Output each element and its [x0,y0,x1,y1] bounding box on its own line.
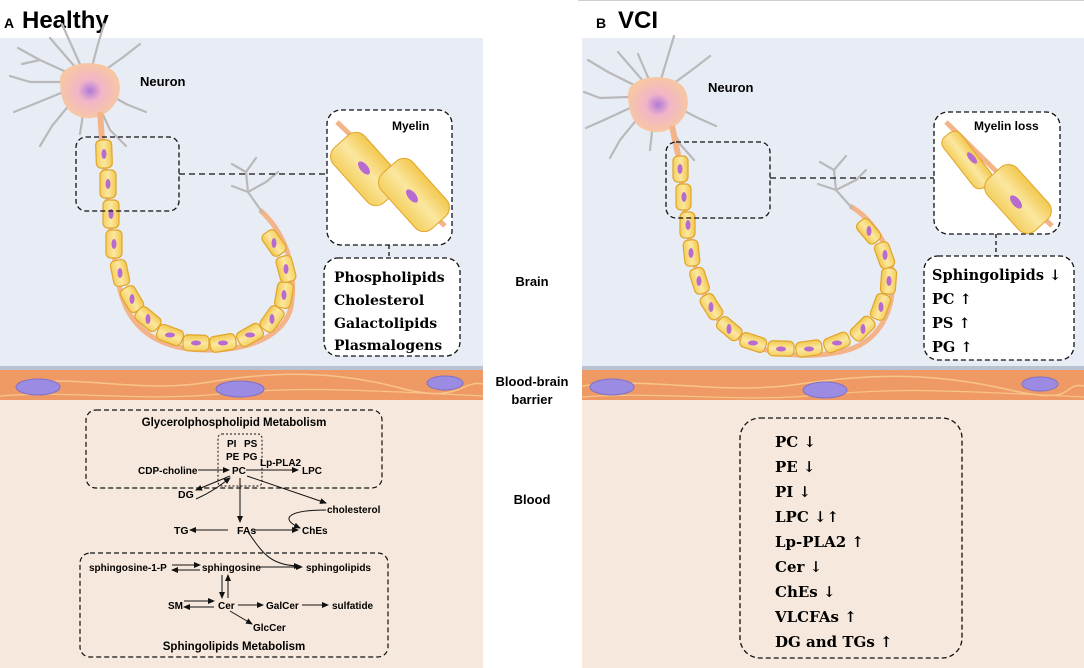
node-sphingolipids: sphingolipids [306,563,371,574]
bbb-line-b [581,375,1084,397]
node-sphingosine: sphingosine [202,563,261,574]
endothelial-nucleus [15,378,61,396]
zoom-region-box [665,141,771,219]
panel-letter: A [4,15,14,31]
sphingolipid-pathway: sphingosine-1-P sphingosine sphingolipid… [79,552,389,658]
node-pg: PG [243,452,258,463]
node-galcer: GalCer [266,601,299,612]
lipid-item: Phospholipids [334,270,445,286]
myelin-label: Myelin [392,119,429,133]
label-blood: Blood [514,492,551,507]
endothelial-nucleus [589,378,635,396]
myelin-lipids-box: Phospholipids Cholesterol Galactolipids … [323,257,461,357]
endothelial-nucleus [802,381,848,399]
node-sphingosine-1-p: sphingosine-1-P [89,563,167,574]
lipid-item: Galactolipids [334,316,437,332]
change-item: PG ↑ [932,339,972,356]
change-item: Sphingolipids ↓ [932,267,1061,284]
endothelial-nucleus [215,380,265,398]
blood-change-item: PI ↓ [775,483,811,501]
myelin-zoom-b: Myelin loss [933,111,1061,235]
label-bbb-line1: Blood-brain [496,374,569,389]
neuron-b: Neuron [582,34,754,162]
node-pe: PE [226,452,240,463]
phospholipid-cluster [217,433,263,487]
blood-change-item: Cer ↓ [775,558,822,576]
node-fas: FAs [237,525,256,537]
blood-change-item: VLCFAs ↑ [774,608,857,626]
lipid-item: Plasmalogens [334,338,442,354]
blood-change-item: PC ↓ [775,433,816,451]
endothelial-nucleus [1021,376,1059,392]
node-lpc: LPC [302,466,322,477]
panel-a: A Healthy Neuron [0,7,484,668]
label-bbb-line2: barrier [511,392,552,407]
sphingo-box [79,552,389,658]
neuron-label: Neuron [140,74,186,89]
neuron-a: Neuron [8,22,186,148]
blood-change-item: PE ↓ [775,458,816,476]
neuron-label: Neuron [708,80,754,95]
label-brain: Brain [515,274,548,289]
glycero-arrows [189,467,327,569]
blood-change-item: LPC ↓↑ [775,508,839,526]
region-labels: Brain Blood-brain barrier Blood [496,274,569,507]
lipid-item: Cholesterol [334,293,424,309]
change-item: PC ↑ [932,291,972,308]
change-item: PS ↑ [932,315,971,332]
axon-a [95,137,297,353]
panel-b: B VCI Neuron [578,0,1084,668]
bbb-line-a [19,373,484,395]
myelin-changes-box: Sphingolipids ↓ PC ↑ PS ↑ PG ↑ [923,255,1075,361]
node-glccer: GlcCer [253,623,286,634]
node-cholesterol: cholesterol [327,505,381,516]
glycero-box [85,409,383,489]
sphingo-arrows [171,562,329,625]
node-dg: DG [178,489,194,501]
node-sm: SM [168,601,183,612]
node-ps: PS [244,439,258,450]
panel-title: VCI [618,7,658,34]
blood-changes-box: PC ↓ PE ↓ PI ↓ LPC ↓↑ Lp-PLA2 ↑ Cer ↓ Ch… [739,417,963,659]
sphingo-title: Sphingolipids Metabolism [163,641,305,653]
node-cdp-choline: CDP-choline [138,466,198,477]
glycerophospholipid-pathway: Glycerolphospholipid Metabolism PI PS PE… [85,409,383,569]
myelin-zoom-a: Myelin [326,109,453,246]
node-cer: Cer [218,601,235,612]
node-lp-pla2: Lp-PLA2 [260,458,302,469]
node-tg: TG [174,525,189,537]
blood-region-b [582,400,1084,668]
panel-letter: B [596,15,606,31]
vessel-edge-a [0,366,483,371]
node-sulfatide: sulfatide [332,601,374,612]
zoom-region-box [75,136,180,212]
node-pi: PI [227,439,237,450]
blood-change-item: DG and TGs ↑ [775,633,893,651]
glycero-title: Glycerolphospholipid Metabolism [142,417,327,429]
panel-title: Healthy [22,7,109,34]
axon-b [672,151,898,358]
blood-change-item: ChEs ↓ [775,583,836,601]
blood-change-item: Lp-PLA2 ↑ [775,533,864,551]
myelin-loss-label: Myelin loss [974,119,1039,133]
neuron-soma [628,77,688,133]
neuron-soma [60,63,120,119]
endothelial-nucleus [426,375,464,391]
vessel-edge-b [582,366,1084,371]
node-pc: PC [232,466,246,477]
node-ches: ChEs [302,526,328,537]
